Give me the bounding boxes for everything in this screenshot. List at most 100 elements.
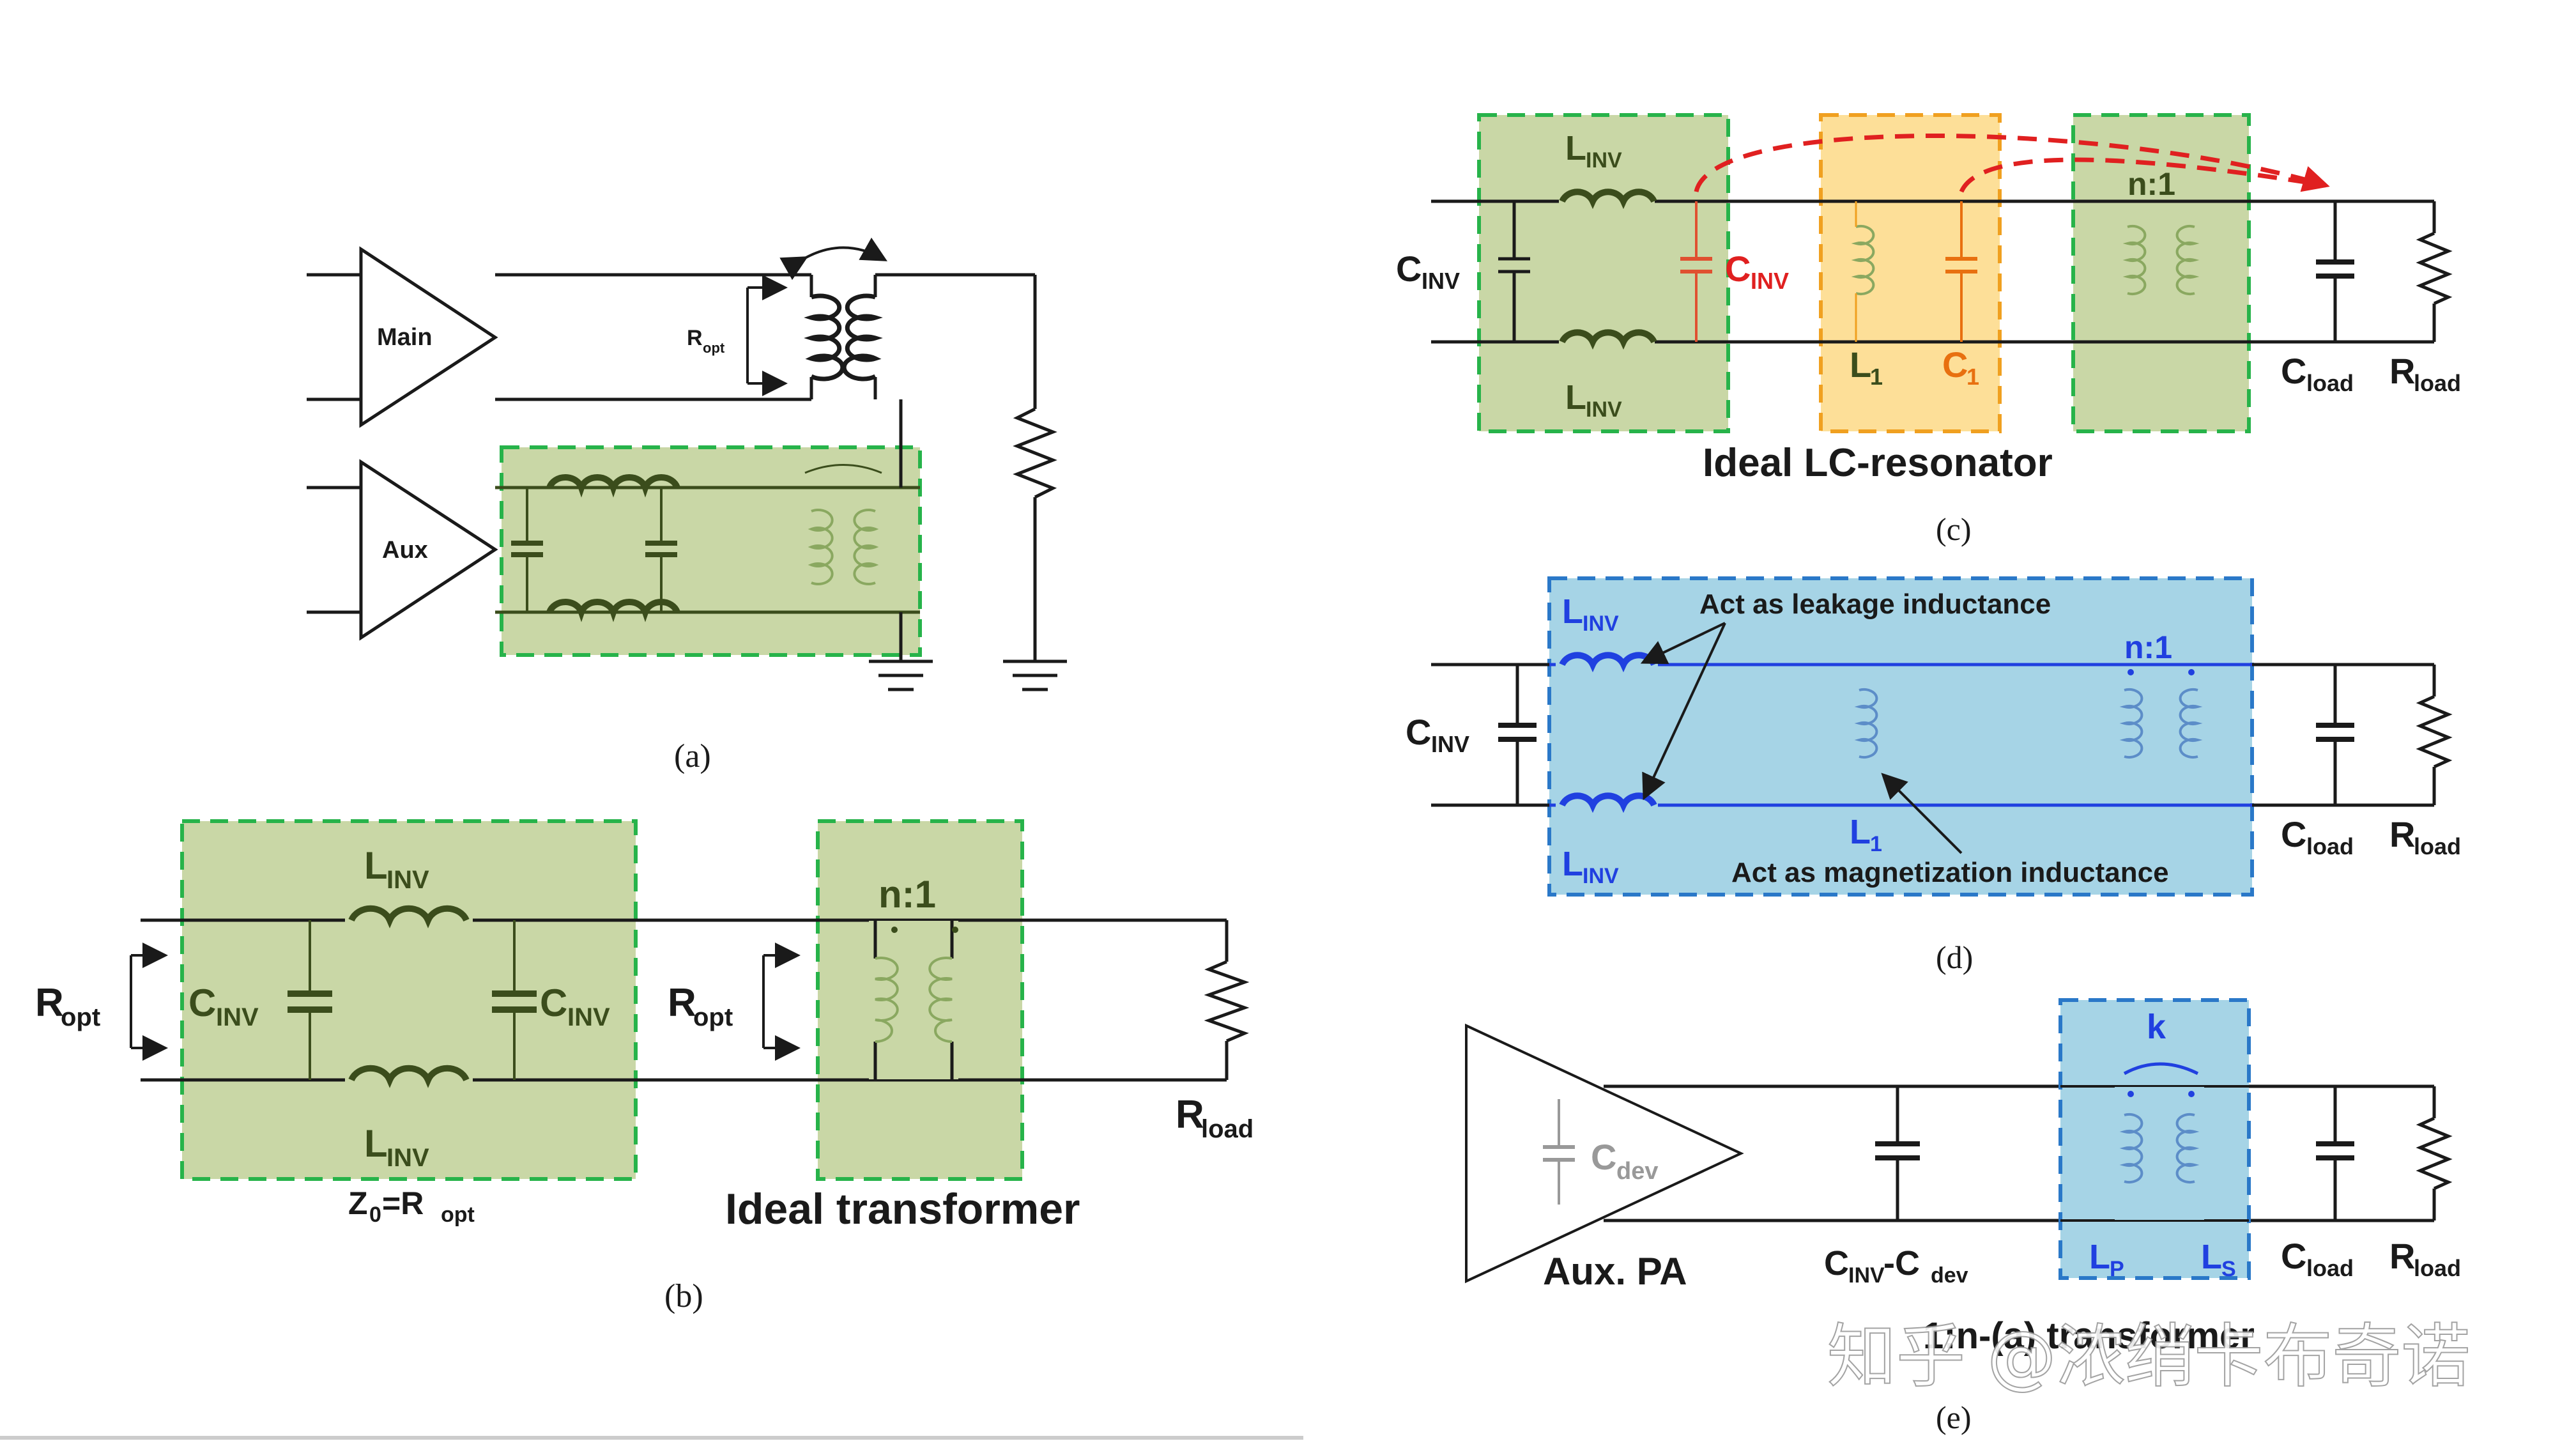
svg-text:INV: INV [1422,268,1460,294]
svg-text:1: 1 [1870,364,1883,390]
svg-text:dev: dev [1931,1263,1968,1288]
leakage-annotation: Act as leakage inductance [1699,589,2051,620]
blue-network-box [1547,576,2254,897]
cdev-capacitor-icon [1543,1099,1575,1205]
svg-text:INV: INV [1848,1263,1885,1288]
svg-text:R: R [687,326,703,350]
aux-network-box [500,445,922,657]
transformer-subtitle-e: 1:n-(a) transformer [1923,1315,2255,1357]
svg-text:load: load [2414,1255,2461,1281]
svg-text:INV: INV [387,866,429,894]
svg-text:1: 1 [1966,364,1979,390]
svg-text:C: C [2281,351,2306,391]
lc-resonator-title: Ideal LC-resonator [1703,441,2053,485]
svg-text:load: load [2414,370,2461,396]
rload-resistor-icon-d [2416,665,2453,805]
panel-a: Main R opt [307,237,1067,774]
inverter-network-box [180,819,638,1181]
panel-c: n:1 L INV L INV C INV C INV L 1 C 1 C lo… [1396,113,2461,547]
svg-text:INV: INV [216,1003,259,1031]
aux-amplifier: Aux [307,459,498,641]
svg-text:INV: INV [1586,148,1622,173]
aux-label: Aux [382,537,428,564]
svg-text:S: S [2221,1257,2236,1281]
svg-text:R: R [2389,351,2415,391]
primary-coil-icon [804,293,845,381]
svg-text:R: R [1176,1093,1204,1137]
svg-text:C: C [540,982,567,1024]
svg-text:L: L [2201,1238,2222,1276]
inductor-bottom-icon [546,599,680,622]
svg-text:INV: INV [387,1144,429,1172]
svg-text:load: load [2306,833,2354,859]
caption-e: (e) [1936,1399,1972,1435]
cload-capacitor-icon-e [2316,1086,2354,1221]
svg-text:INV: INV [1583,612,1619,636]
secondary-coil-icon [841,293,883,381]
svg-text:L: L [1565,129,1586,167]
svg-text:L: L [2089,1238,2110,1276]
svg-text:C: C [1824,1244,1849,1282]
ideal-transformer-title: Ideal transformer [725,1185,1080,1233]
svg-text:C: C [1406,712,1431,752]
svg-text:C: C [2281,1236,2306,1276]
svg-text:0: 0 [369,1203,381,1227]
svg-text:R: R [35,981,64,1025]
ropt-bracket-mid: R opt [668,943,801,1061]
svg-text:1: 1 [1870,832,1882,856]
cload-capacitor-icon-d [2316,665,2354,805]
svg-text:R: R [668,981,696,1025]
svg-text:n:1: n:1 [2128,166,2175,202]
capacitor-left-icon [511,488,543,612]
svg-text:=R: =R [382,1185,424,1221]
svg-text:L: L [364,1122,388,1165]
main-amplifier: Main [307,246,498,428]
svg-text:opt: opt [703,340,725,356]
svg-text:R: R [2389,814,2415,854]
svg-text:C: C [1591,1137,1616,1177]
rload-resistor-a [1003,275,1067,691]
svg-text:Z: Z [348,1185,368,1221]
panel-d: n:1 Act as leakage inductance Act as mag… [1406,576,2461,975]
svg-text:L: L [1850,344,1871,385]
aux-pa-label: Aux. PA [1543,1250,1687,1293]
svg-text:C: C [188,982,216,1024]
svg-text:R: R [2389,1236,2415,1276]
inductor-top-icon [546,474,680,498]
svg-text:opt: opt [693,1003,733,1031]
svg-text:load: load [1201,1115,1254,1143]
cinv-capacitor-icon-d [1498,665,1537,805]
svg-text:load: load [2414,833,2461,859]
svg-text:load: load [2306,370,2354,396]
svg-text:n:1: n:1 [878,873,936,916]
svg-text:L: L [1565,378,1586,417]
svg-text:L: L [1562,592,1583,631]
svg-text:P: P [2110,1257,2124,1281]
svg-text:L: L [364,844,388,887]
rload-resistor-icon-e [2416,1086,2453,1221]
cinv-left-capacitor-icon [288,920,332,1080]
main-transformer [779,237,887,381]
svg-text:C: C [1942,344,1968,385]
svg-text:INV: INV [1583,864,1619,888]
svg-text:INV: INV [1586,397,1622,422]
ropt-bracket-left: R opt [35,943,168,1061]
svg-text:C: C [1725,249,1751,289]
svg-text:INV: INV [1751,268,1789,294]
cload-capacitor-icon-c [2316,201,2354,342]
rload-resistor-icon-c [2416,201,2453,342]
svg-text:L: L [1850,813,1871,851]
svg-text:L: L [1562,845,1583,883]
main-label: Main [377,324,433,351]
caption-a: (a) [674,738,711,774]
svg-text:opt: opt [441,1203,475,1227]
svg-text:INV: INV [567,1003,610,1031]
cinv-cdev-capacitor-icon [1875,1086,1920,1221]
panel-b: L INV L INV C INV C INV R opt R opt [35,819,1254,1314]
capacitor-right-icon [645,488,677,612]
svg-text:dev: dev [1616,1158,1658,1185]
panel-e: C dev k L P L S [1465,998,2461,1435]
svg-text:C: C [1396,249,1422,289]
watermark: 知乎 @浓绡卡布奇诺 [1827,1317,2470,1397]
